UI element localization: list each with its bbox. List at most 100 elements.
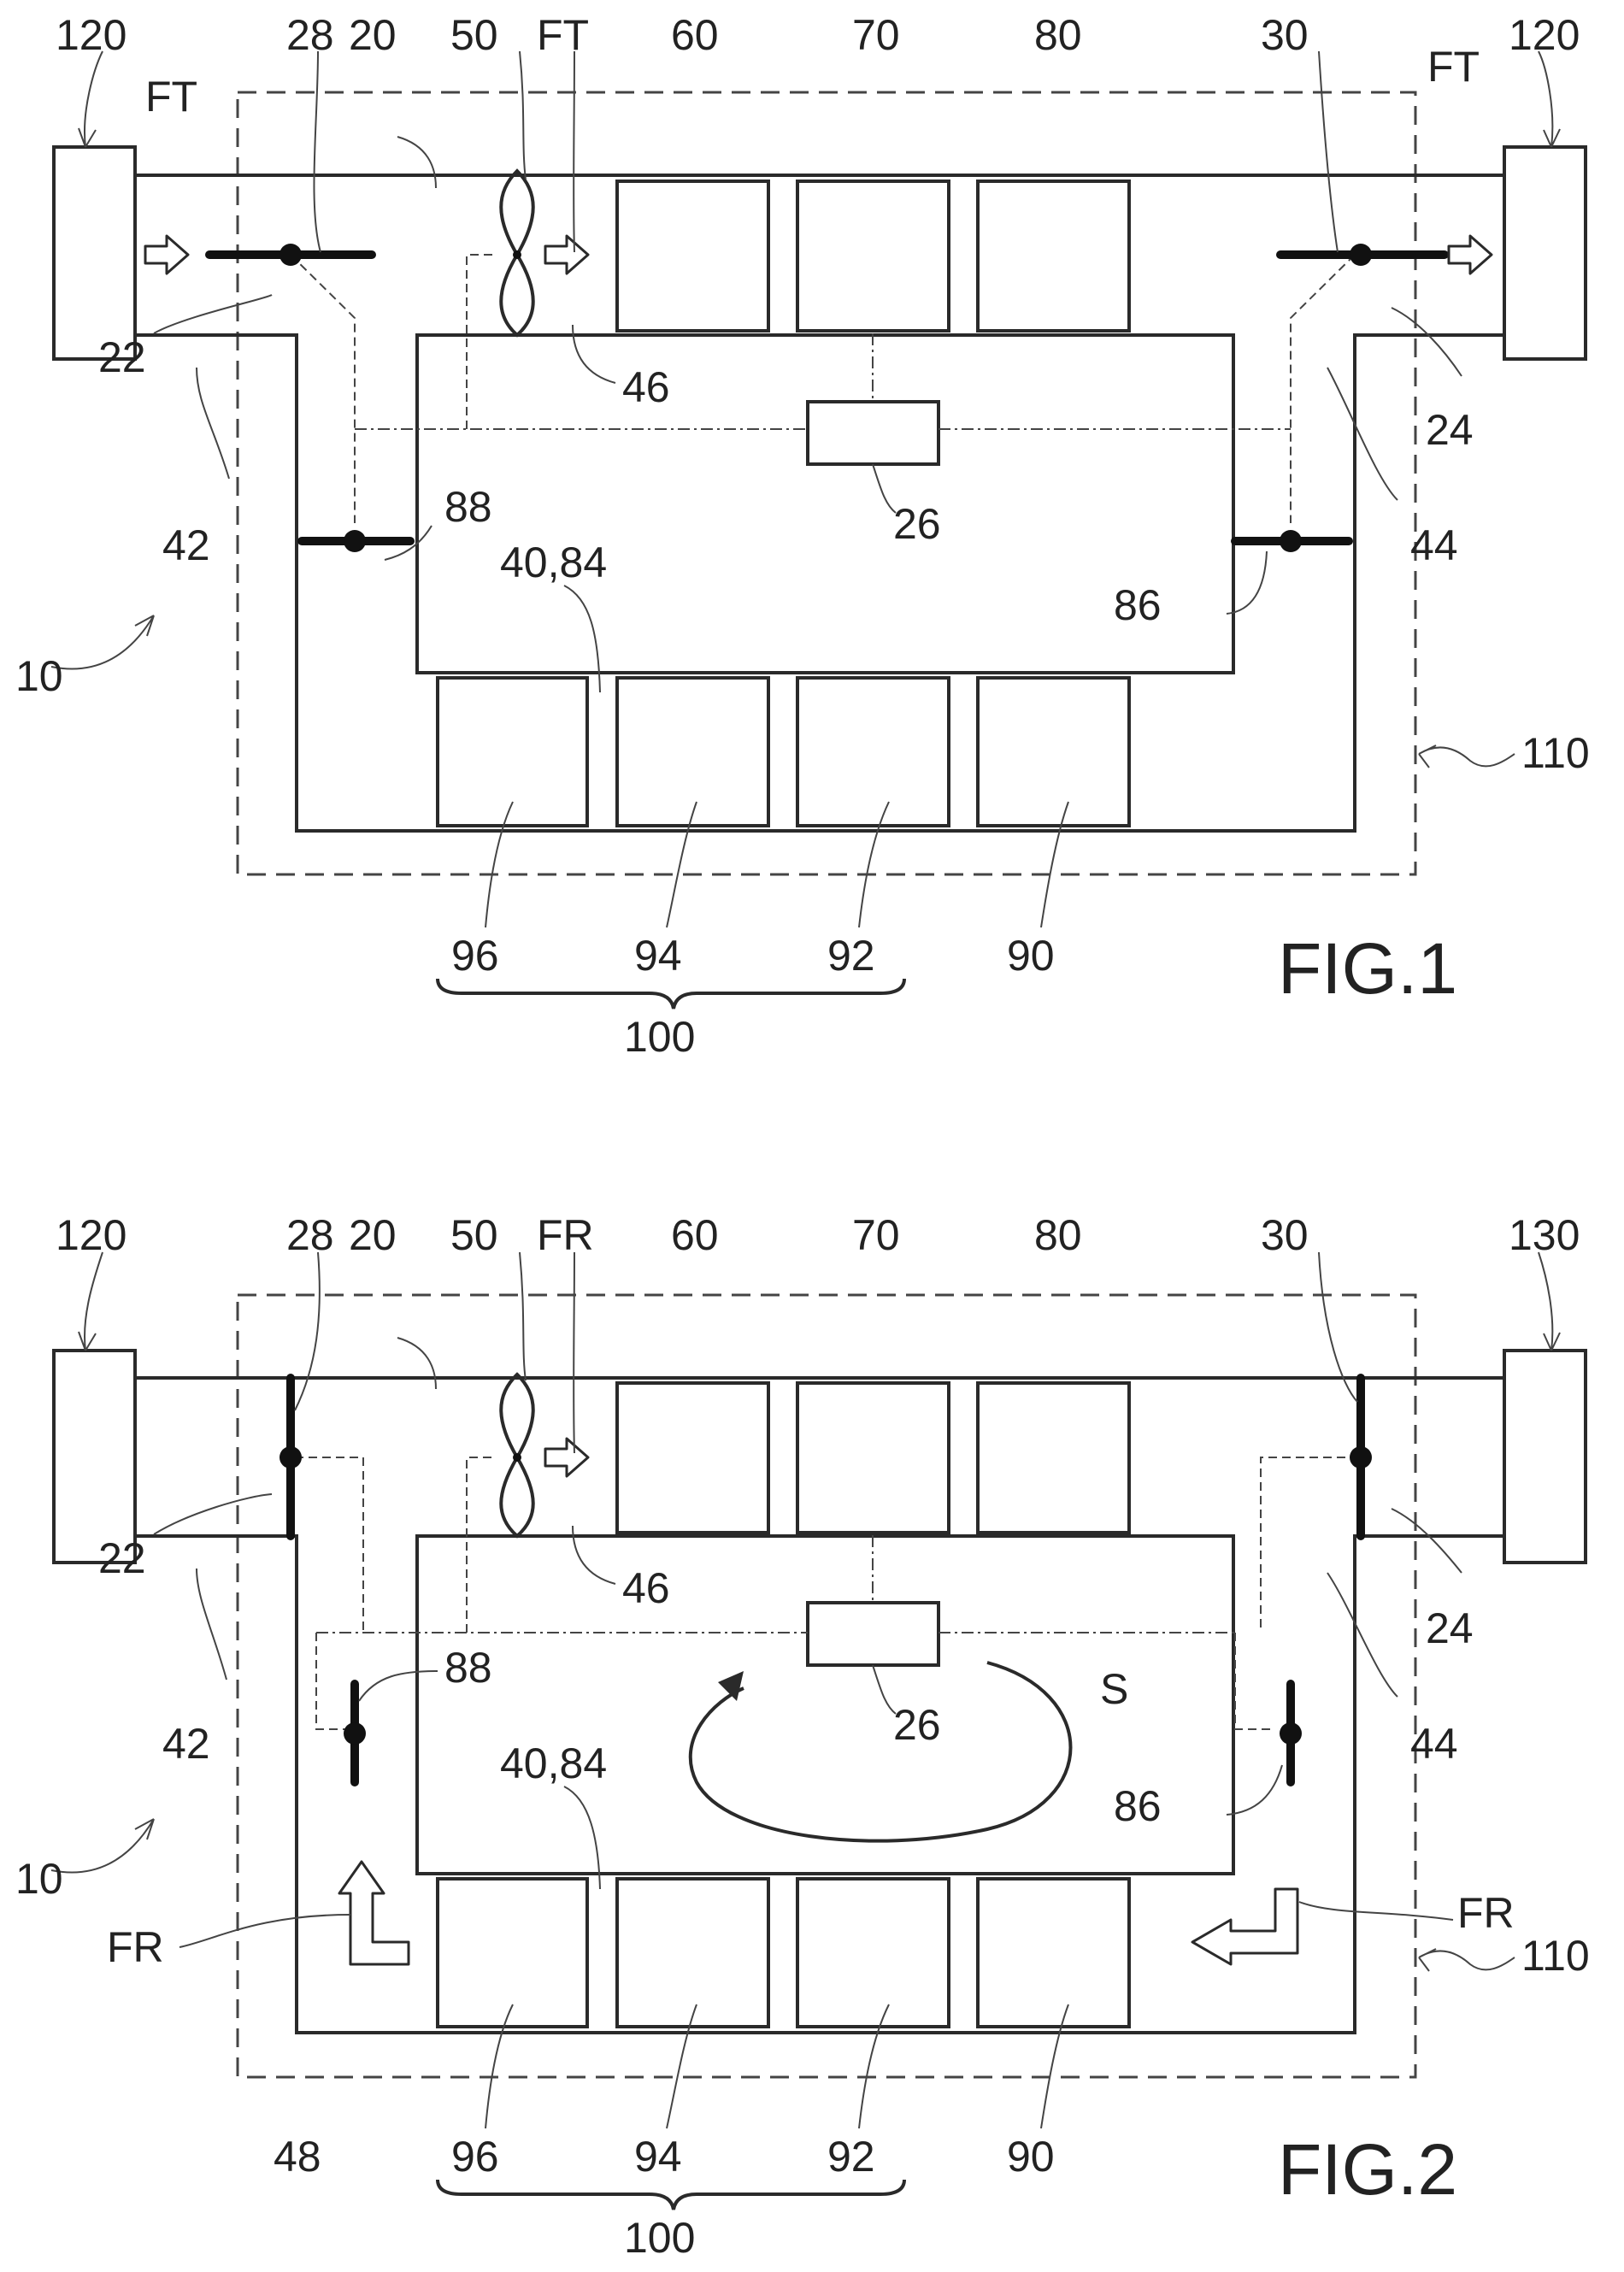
- controller-box: [808, 1603, 939, 1665]
- leader-50: [520, 1252, 526, 1380]
- flow-arrow-icon-center: [545, 236, 588, 274]
- label-s-swirl: S: [1100, 1665, 1128, 1713]
- unit-box-94: [617, 678, 768, 826]
- label-92: 92: [827, 932, 875, 980]
- figure-2-caption: FIG.2: [1278, 2129, 1457, 2210]
- label-96: 96: [451, 2133, 499, 2181]
- figure-2: 120 28 20 50 FR 60 70 80 30 130 22 24 42…: [15, 1211, 1590, 2262]
- label-22: 22: [98, 1534, 146, 1582]
- label-90: 90: [1007, 2133, 1055, 2181]
- leader-20: [397, 137, 436, 188]
- leader-20: [397, 1338, 436, 1389]
- unit-box-92: [797, 1879, 949, 2027]
- label-46: 46: [622, 1564, 670, 1612]
- port-box-left: [54, 1351, 135, 1563]
- leader-28: [295, 1252, 320, 1410]
- fan-icon: [501, 171, 533, 335]
- label-70: 70: [852, 1211, 900, 1259]
- valve-30-pivot-icon: [1350, 1446, 1372, 1469]
- label-24: 24: [1426, 1604, 1474, 1652]
- label-10: 10: [15, 652, 63, 700]
- label-48: 48: [274, 2133, 321, 2181]
- leader-44: [1327, 1573, 1397, 1697]
- group-brace-100: [438, 2180, 904, 2210]
- label-28: 28: [286, 11, 334, 59]
- label-96: 96: [451, 932, 499, 980]
- figure-1: 120 FT 28 20 50 FT 60 70 80 30 FT 120 22…: [15, 11, 1590, 1061]
- flow-arrow-icon-center: [545, 1439, 588, 1476]
- label-88: 88: [444, 483, 492, 531]
- group-brace-100: [438, 979, 904, 1009]
- leader-110: [1419, 745, 1515, 768]
- leader-120-left: [79, 1252, 103, 1351]
- chamber-box: [417, 335, 1233, 673]
- label-fr-left: FR: [107, 1923, 164, 1971]
- unit-box-80: [978, 1383, 1129, 1533]
- leader-10: [51, 1819, 154, 1873]
- label-50: 50: [450, 1211, 498, 1259]
- label-92: 92: [827, 2133, 875, 2181]
- leader-24: [1392, 1509, 1462, 1573]
- label-130-right: 130: [1509, 1211, 1580, 1259]
- label-ft-left: FT: [145, 73, 197, 121]
- unit-box-60: [617, 1383, 768, 1533]
- leader-22: [154, 295, 272, 333]
- label-120-left: 120: [56, 1211, 127, 1259]
- flow-arrow-icon-left: [145, 236, 188, 274]
- leader-44: [1327, 368, 1397, 500]
- flow-arrow-icon-right: [1192, 1889, 1297, 1964]
- label-120-left: 120: [56, 11, 127, 59]
- unit-box-80: [978, 181, 1129, 331]
- label-46: 46: [622, 363, 670, 411]
- leader-130-right: [1539, 1252, 1560, 1351]
- leader-110: [1419, 1949, 1515, 1971]
- label-100: 100: [624, 2214, 695, 2262]
- leader-fr-left: [179, 1915, 350, 1947]
- label-44: 44: [1410, 521, 1458, 569]
- valve-28-pivot-icon: [279, 1446, 302, 1469]
- label-40-84: 40,84: [500, 1739, 607, 1787]
- flow-arrow-icon-right: [1449, 236, 1492, 274]
- leader-fr-right: [1299, 1902, 1453, 1920]
- label-10: 10: [15, 1855, 63, 1903]
- leader-50: [520, 51, 526, 180]
- label-42: 42: [162, 521, 210, 569]
- leader-42: [197, 1569, 227, 1680]
- label-ft-right: FT: [1427, 43, 1480, 91]
- label-86: 86: [1114, 581, 1162, 629]
- valve-88-pivot-icon: [344, 530, 366, 552]
- label-120-right: 120: [1509, 11, 1580, 59]
- label-20: 20: [349, 1211, 397, 1259]
- port-box-right: [1504, 147, 1586, 359]
- unit-box-70: [797, 1383, 949, 1533]
- figure-1-caption: FIG.1: [1278, 928, 1457, 1009]
- label-70: 70: [852, 11, 900, 59]
- label-30: 30: [1261, 1211, 1309, 1259]
- leader-10: [51, 615, 154, 669]
- label-ft-center: FT: [537, 11, 589, 59]
- unit-box-60: [617, 181, 768, 331]
- label-40-84: 40,84: [500, 539, 607, 586]
- label-80: 80: [1034, 1211, 1082, 1259]
- label-80: 80: [1034, 11, 1082, 59]
- valve-88-pivot-icon: [344, 1722, 366, 1745]
- label-30: 30: [1261, 11, 1309, 59]
- label-28: 28: [286, 1211, 334, 1259]
- label-22: 22: [98, 333, 146, 381]
- label-44: 44: [1410, 1720, 1458, 1768]
- label-86: 86: [1114, 1782, 1162, 1830]
- fan-icon: [501, 1374, 533, 1536]
- unit-box-92: [797, 678, 949, 826]
- label-50: 50: [450, 11, 498, 59]
- flow-arrow-icon-left: [339, 1862, 409, 1964]
- label-100: 100: [624, 1013, 695, 1061]
- valve-86-pivot-icon: [1280, 530, 1302, 552]
- label-94: 94: [634, 2133, 682, 2181]
- unit-box-90: [978, 1879, 1129, 2027]
- leader-28: [314, 51, 321, 252]
- label-60: 60: [671, 11, 719, 59]
- controller-box: [808, 402, 939, 464]
- label-fr-right: FR: [1457, 1889, 1515, 1937]
- label-88: 88: [444, 1644, 492, 1692]
